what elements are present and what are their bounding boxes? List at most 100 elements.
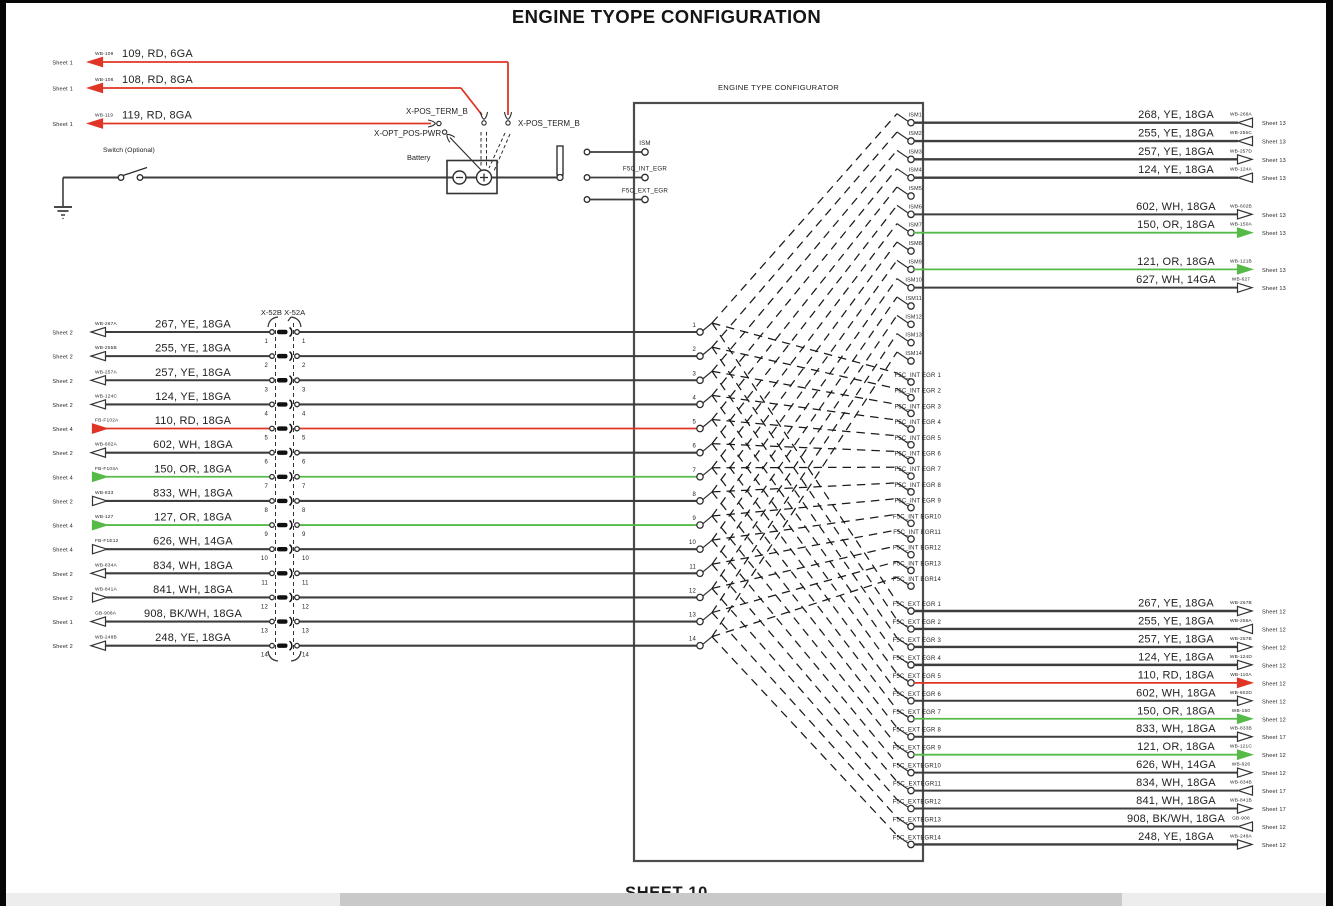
terminal-claw xyxy=(479,111,489,120)
connector-socket xyxy=(288,640,293,651)
connector-pin-number: 9 xyxy=(264,532,268,538)
sheet-reference: Sheet 2 xyxy=(52,596,73,602)
connector-contact xyxy=(269,497,275,504)
wire-label: 833, WH, 18GA xyxy=(1136,723,1216,735)
wire-label: 124, YE, 18GA xyxy=(1138,164,1214,176)
int-egr-pin xyxy=(907,550,915,559)
wire-code: WB-109 xyxy=(95,51,114,57)
pin-lever xyxy=(896,435,909,444)
wire-code: WB-127 xyxy=(95,514,114,520)
pin-lever xyxy=(896,745,909,754)
battery-label: Battery xyxy=(407,153,431,162)
page-title: ENGINE TYOPE CONFIGURATION xyxy=(511,6,822,27)
connector-socket xyxy=(288,616,293,627)
configurator-pin-number: 13 xyxy=(689,613,697,619)
left-wire-arrow xyxy=(89,567,107,579)
wire-label: 267, YE, 18GA xyxy=(1138,598,1214,610)
int-egr-pin-label: F5C_INT EGR 5 xyxy=(894,436,941,442)
configurator-mesh-link xyxy=(711,576,898,638)
left-wire-arrow xyxy=(91,423,109,434)
configurator-mesh-link xyxy=(711,346,898,390)
connector-pin-number: 2 xyxy=(302,363,306,369)
ism-pin-label: ISM2 xyxy=(909,131,922,137)
page-edge-right xyxy=(1326,0,1333,906)
connector-pin xyxy=(277,353,288,359)
ext-egr-pin-label: F5C_EXT EGR 6 xyxy=(892,692,941,698)
opt-pwr-link xyxy=(449,137,483,172)
configurator-left-pin xyxy=(696,448,704,457)
pin-lever xyxy=(702,539,713,549)
ism-pin xyxy=(907,320,915,329)
configurator-input-label: F5C_INT_EGR xyxy=(623,166,667,173)
sheet-reference: Sheet 13 xyxy=(1262,268,1286,274)
connector-contact xyxy=(294,329,300,335)
right-wire-arrow xyxy=(1236,623,1254,635)
pin-lever xyxy=(702,322,713,331)
wire-label: 248, YE, 18GA xyxy=(155,632,231,644)
connector-pin xyxy=(277,329,288,335)
ism-pin xyxy=(907,338,915,347)
configurator-mesh-link xyxy=(711,394,898,421)
pin-lever xyxy=(896,419,909,429)
pin-lever xyxy=(896,545,909,554)
ism-pin xyxy=(907,302,915,310)
connector-contact xyxy=(294,473,300,480)
ism-pin-label: ISM1 xyxy=(909,113,922,119)
pin-lever xyxy=(896,498,909,507)
right-wire-arrow xyxy=(1236,117,1254,129)
configurator-pin-number: 9 xyxy=(692,516,696,522)
pin-lever xyxy=(896,673,909,682)
sheet-reference: Sheet 4 xyxy=(52,475,73,481)
ext-egr-pin xyxy=(907,678,915,687)
wire-code: WB-602A xyxy=(95,442,118,448)
connector-pin xyxy=(277,474,288,479)
pos-term-b-right-label: X-POS_TERM_B xyxy=(518,119,580,128)
connector-pin-number: 4 xyxy=(302,411,306,417)
left-wire-arrow xyxy=(91,495,109,507)
ext-egr-pin-label: F5C_EXT EGR 7 xyxy=(892,710,941,716)
ism-pin xyxy=(907,357,915,365)
connector-pin-number: 1 xyxy=(264,339,268,345)
ext-egr-pin xyxy=(907,714,915,723)
connector-pin-number: 10 xyxy=(302,556,310,562)
wire-code: WB-267A xyxy=(95,321,118,327)
ism-pin xyxy=(907,210,915,219)
ext-egr-pin xyxy=(907,696,915,705)
wire-label: 257, YE, 18GA xyxy=(155,367,231,379)
wire-label: 257, YE, 18GA xyxy=(1138,146,1214,158)
int-egr-pin-label: F5C_INT EGR13 xyxy=(893,561,942,567)
left-wire-arrow xyxy=(89,350,107,362)
sheet-reference: Sheet 12 xyxy=(1262,699,1286,705)
connector-pin xyxy=(277,450,288,455)
configurator-left-pin xyxy=(696,497,704,505)
wire-label: 626, WH, 14GA xyxy=(1136,759,1216,771)
connector-contact xyxy=(294,522,300,528)
engine-type-configurator-box xyxy=(632,101,925,863)
connector-pin-number: 14 xyxy=(261,653,269,659)
ism-pin-label: ISM7 xyxy=(909,223,922,229)
pin-lever xyxy=(896,529,909,538)
right-wire-arrow xyxy=(1236,803,1254,814)
configurator-pin-number: 5 xyxy=(692,420,696,426)
wire-label: 257, YE, 18GA xyxy=(1138,633,1214,645)
pin-lever xyxy=(896,834,909,844)
connector-bracket xyxy=(287,316,302,328)
ext-egr-pin-label: F5C_EXTEGR12 xyxy=(893,800,942,806)
pos-term-b-terminal-mid xyxy=(479,111,489,126)
wire-label: 124, YE, 18GA xyxy=(1138,651,1214,663)
horizontal-scrollbar-thumb[interactable] xyxy=(340,893,1122,906)
sheet-reference: Sheet 12 xyxy=(1262,753,1286,759)
configurator-mesh-link xyxy=(711,636,898,836)
connector-pin-number: 4 xyxy=(264,411,268,417)
wire-code: WB-121C xyxy=(1230,744,1253,750)
sheet-reference: Sheet 13 xyxy=(1262,158,1286,164)
wire-label: 255, YE, 18GA xyxy=(1138,615,1214,627)
pin-lever xyxy=(896,466,909,476)
pin-lever xyxy=(896,637,909,646)
connector-bracket xyxy=(267,650,279,662)
left-wire-arrow xyxy=(89,640,107,652)
connector-contact xyxy=(269,401,275,408)
configurator-mesh-link xyxy=(711,612,898,818)
ext-egr-pin-label: F5C_EXT EGR 4 xyxy=(892,656,941,662)
